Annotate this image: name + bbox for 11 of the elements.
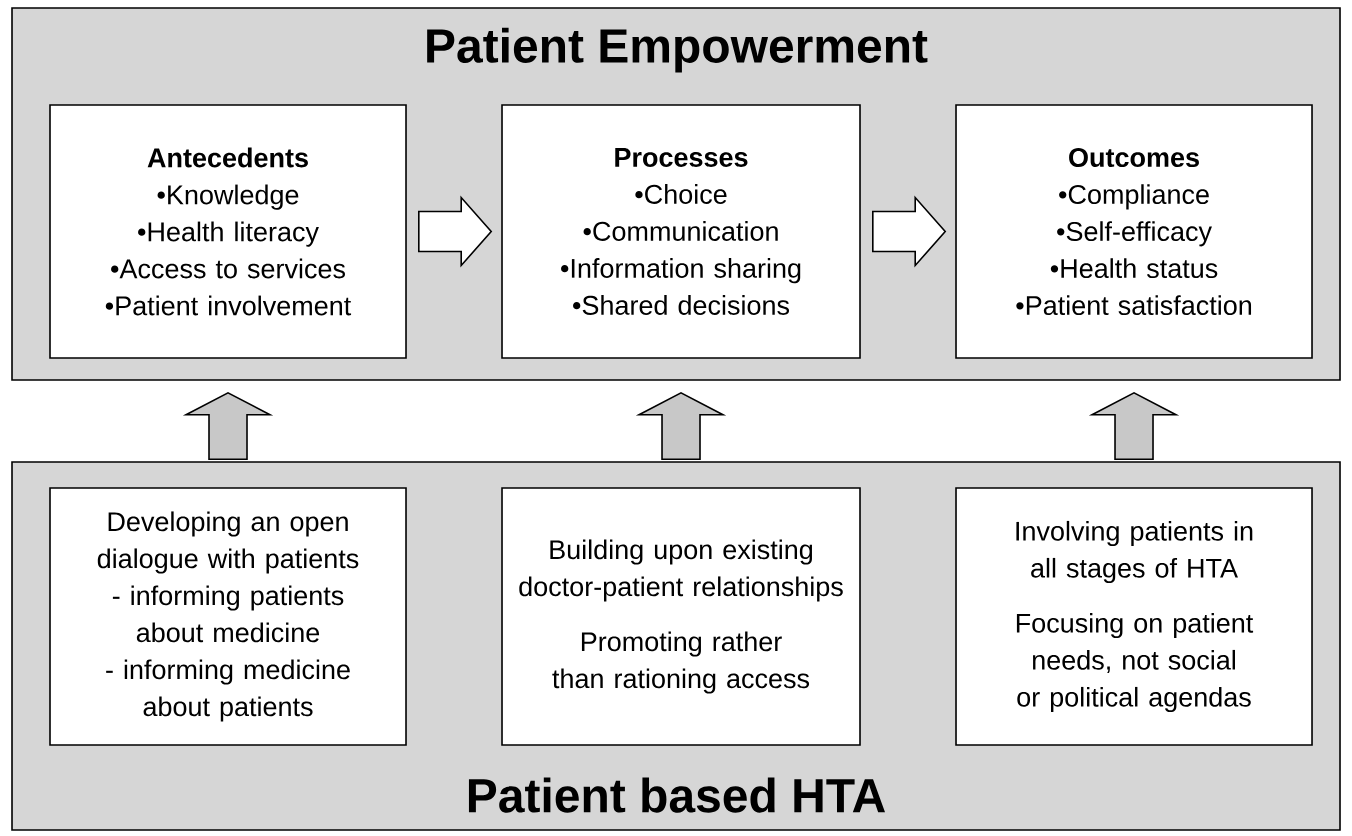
block-arrow (872, 195, 947, 268)
block-arrow (635, 391, 727, 460)
text-box: Building upon existing doctor-patient relationships Promoting rather than rationing access (501, 487, 861, 746)
text-box: Processes •Choice •Communication •Information sharing •Shared decisions (501, 104, 861, 359)
text-box: Developing an open dialogue with patients - informing patients about medicine - informing medicine about patients (49, 487, 407, 746)
text-box: Antecedents •Knowledge •Health literacy •Access to services •Patient involvement (49, 104, 407, 359)
block-arrow (182, 391, 274, 460)
block-arrow (418, 195, 493, 268)
text-box: Involving patients in all stages of HTA Focusing on patient needs, not social or political agendas (955, 487, 1313, 746)
block-arrow (1088, 391, 1180, 460)
text-box: Outcomes •Compliance •Self-efficacy •Health status •Patient satisfaction (955, 104, 1313, 359)
